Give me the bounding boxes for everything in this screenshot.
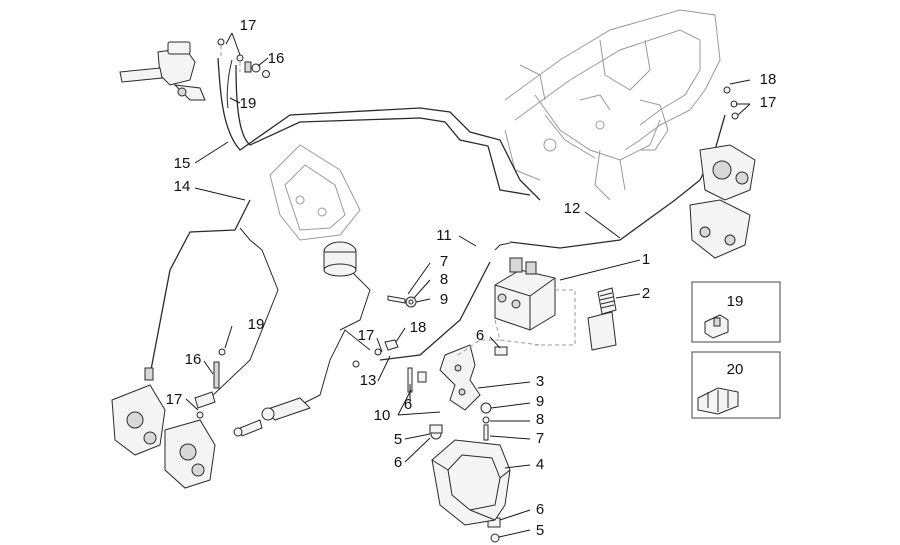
bracket-plate-ghost	[269, 144, 361, 241]
callout-6-left: 6	[394, 454, 402, 471]
callout-11: 11	[436, 227, 452, 244]
inset-box-20	[691, 351, 781, 419]
leader-lines	[185, 32, 751, 538]
abs-bracket	[439, 339, 500, 411]
callout-14: 14	[174, 178, 191, 195]
callout-16-top: 16	[268, 50, 285, 67]
callout-13: 13	[360, 372, 377, 389]
callout-1: 1	[642, 251, 650, 268]
callout-18-right: 18	[760, 71, 777, 88]
callout-17-left: 17	[166, 391, 183, 408]
callout-20-inset: 20	[727, 361, 744, 378]
callout-15: 15	[174, 155, 191, 172]
callout-9-upper: 9	[440, 291, 448, 308]
callout-3: 3	[536, 373, 544, 390]
small-hardware	[352, 295, 508, 543]
callout-4: 4	[536, 456, 544, 473]
callout-16-left: 16	[185, 351, 202, 368]
callout-6-bracket: 6	[404, 396, 412, 413]
callout-19-inset: 19	[727, 293, 744, 310]
rear-master-cylinder	[233, 241, 357, 437]
callout-8-upper: 8	[440, 271, 448, 288]
callout-2: 2	[642, 285, 650, 302]
callout-7-upper: 7	[440, 253, 448, 270]
rear-caliper	[689, 86, 756, 259]
callout-17-right: 17	[760, 94, 777, 111]
abs-unit	[494, 257, 576, 346]
callout-17-top: 17	[240, 17, 257, 34]
inset-box-19	[691, 281, 781, 343]
callout-19-left: 19	[248, 316, 265, 333]
callout-6-abs: 6	[476, 327, 484, 344]
callout-19-top: 19	[240, 95, 257, 112]
callout-18-center: 18	[410, 319, 427, 336]
top-fittings	[217, 38, 270, 78]
callout-12: 12	[564, 200, 581, 217]
callout-5-left: 5	[394, 431, 402, 448]
callout-7-lower: 7	[536, 430, 544, 447]
abs-cover	[431, 439, 511, 526]
front-master-cylinder	[119, 41, 206, 101]
callout-labels: 17 16 19 15 14 12 18 17 1 2 11 7 8 9 18 …	[166, 17, 777, 539]
callout-6-cover: 6	[536, 501, 544, 518]
callout-5-cover: 5	[536, 522, 544, 539]
connector-cover	[587, 287, 617, 351]
callout-9-lower: 9	[536, 393, 544, 410]
callout-17-center: 17	[358, 327, 375, 344]
frame-ghost	[504, 9, 721, 201]
callout-10: 10	[374, 407, 391, 424]
callout-8-lower: 8	[536, 411, 544, 428]
front-calipers	[111, 348, 226, 489]
